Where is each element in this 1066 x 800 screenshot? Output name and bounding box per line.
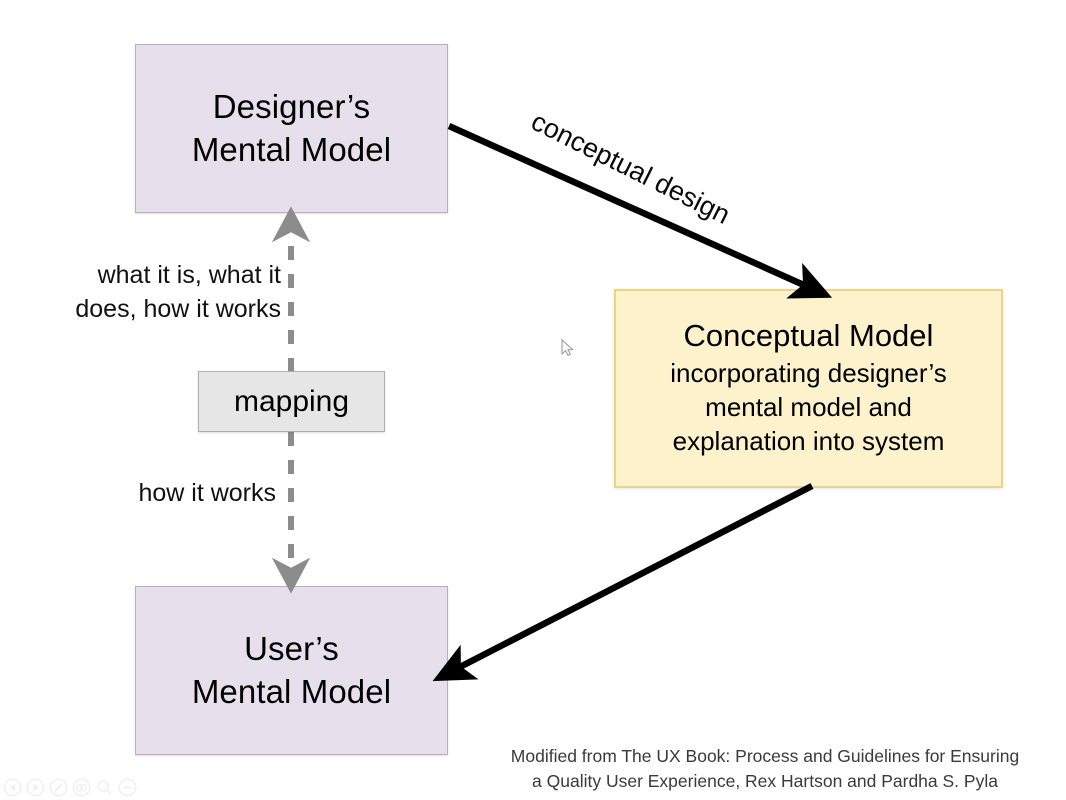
conceptual-model-body-line3: explanation into system xyxy=(672,426,945,457)
designers-mental-model-line2: Mental Model xyxy=(191,130,392,168)
users-mental-model-box[interactable]: User’s Mental Model xyxy=(135,586,448,755)
conceptual-model-box[interactable]: Conceptual Model incorporating designer’… xyxy=(614,289,1003,488)
label-what-it-is-line2: does, how it works xyxy=(75,295,281,323)
attribution-line2: a Quality User Experience, Rex Hartson a… xyxy=(532,771,998,791)
search-icon[interactable] xyxy=(94,777,115,798)
label-conceptual-design: conceptual design xyxy=(526,106,735,230)
conceptual-model-body-line2: mental model and xyxy=(705,392,912,423)
label-what-it-is: what it is, what it does, how it works xyxy=(0,258,281,326)
rewind-icon[interactable] xyxy=(2,777,23,798)
users-mental-model-line2: Mental Model xyxy=(191,672,392,710)
mapping-label: mapping xyxy=(233,384,350,418)
camera-icon[interactable] xyxy=(71,777,92,798)
attribution-text: Modified from The UX Book: Process and G… xyxy=(470,744,1060,794)
mouse-cursor xyxy=(561,339,574,357)
conceptual-model-title: Conceptual Model xyxy=(683,318,934,354)
label-how-it-works: how it works xyxy=(138,479,276,507)
designers-mental-model-box[interactable]: Designer’s Mental Model xyxy=(135,44,448,213)
attribution-line1: Modified from The UX Book: Process and G… xyxy=(510,746,1020,766)
arrow-system-to-user xyxy=(432,483,814,682)
player-toolbar[interactable] xyxy=(2,777,138,798)
users-mental-model-line1: User’s xyxy=(244,630,339,668)
designers-mental-model-line1: Designer’s xyxy=(212,88,371,126)
conceptual-model-body-line1: incorporating designer’s xyxy=(670,357,947,388)
mapping-box[interactable]: mapping xyxy=(198,371,385,432)
minus-icon[interactable] xyxy=(117,777,138,798)
pen-icon[interactable] xyxy=(48,777,69,798)
label-what-it-is-line1: what it is, what it xyxy=(97,261,281,289)
play-icon[interactable] xyxy=(25,777,46,798)
